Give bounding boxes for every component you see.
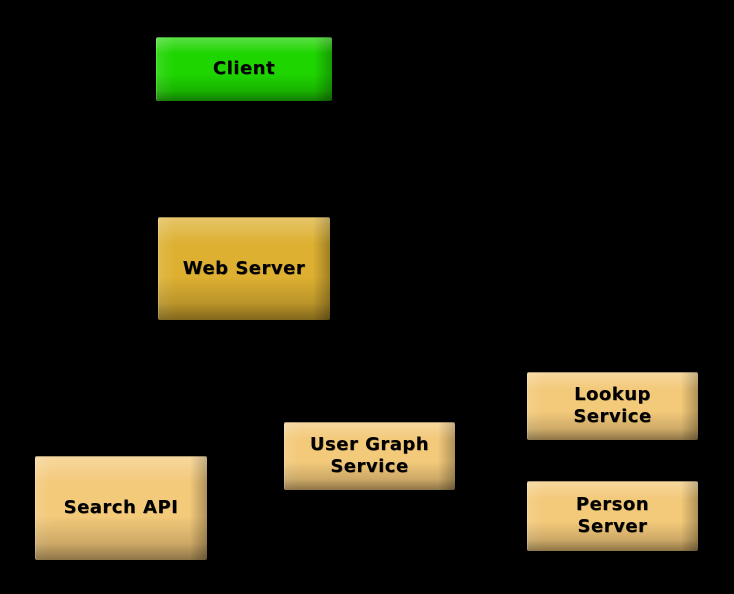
node-lookup-service: Lookup Service [527,372,698,440]
node-client-label: Client [212,58,276,79]
node-web-server: Web Server [158,217,330,320]
node-person-server: Person Server [527,481,698,551]
node-lookup-service-label: Lookup Service [573,384,652,427]
node-web-server-label: Web Server [182,257,306,279]
node-search-api-label: Search API [63,497,179,518]
node-user-graph-service: User Graph Service [284,422,455,490]
node-user-graph-service-label: User Graph Service [309,434,430,477]
node-search-api: Search API [35,456,207,560]
node-person-server-label: Person Server [575,494,650,537]
node-client: Client [156,37,332,101]
